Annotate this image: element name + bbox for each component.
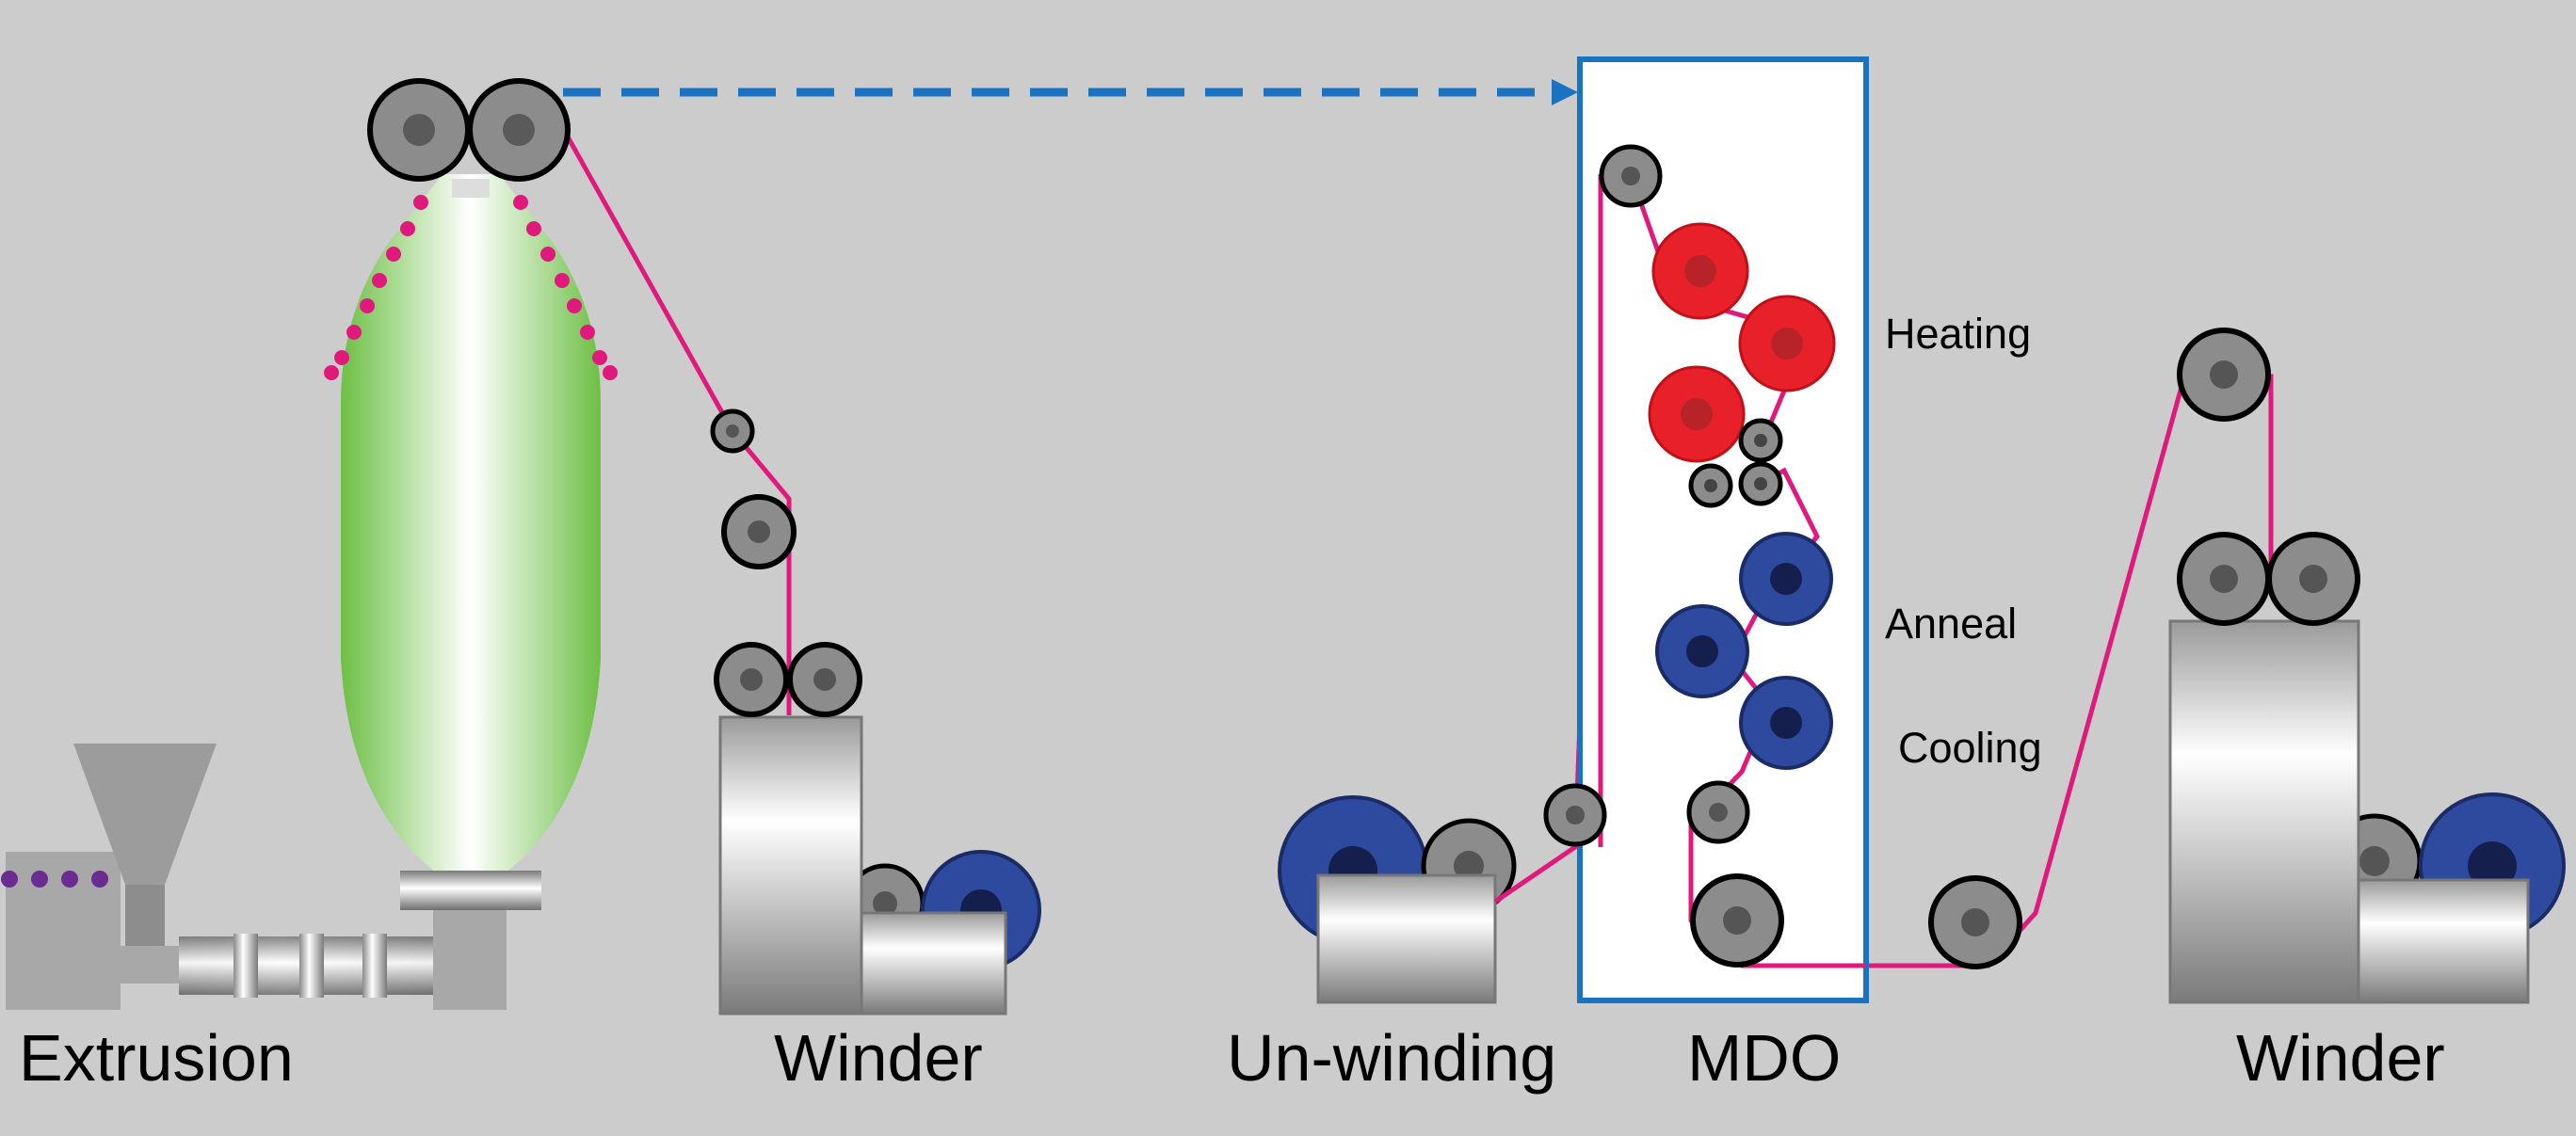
extruder-icon: [1, 744, 541, 1010]
label-winder-left: Winder: [774, 1021, 983, 1095]
label-heating: Heating: [1885, 310, 2031, 358]
anneal-roll: [1655, 604, 1749, 698]
dashed-arrow-icon: [563, 79, 1578, 105]
cooling-roll: [1739, 676, 1833, 770]
hopper-icon: [73, 744, 217, 946]
label-unwinding: Un-winding: [1227, 1021, 1556, 1095]
guide-roll: [721, 494, 797, 569]
cooling-ring-dots: [324, 195, 618, 380]
label-cooling: Cooling: [1898, 724, 2042, 772]
guide-roll: [2177, 328, 2271, 422]
winder-machine-icon: [2168, 328, 2566, 1004]
heating-roll: [1648, 365, 1746, 463]
winder-machine-icon: [714, 642, 1041, 1016]
mdo-unit-icon: [1577, 56, 1869, 1003]
guide-roll: [1543, 783, 1607, 847]
anneal-roll: [1739, 532, 1833, 626]
guide-roll: [710, 408, 755, 454]
label-mdo: MDO: [1687, 1021, 1841, 1095]
blown-film-bubble-icon: [324, 174, 618, 871]
label-extrusion: Extrusion: [19, 1021, 294, 1095]
nip-roll-icon: [367, 78, 571, 182]
label-anneal: Anneal: [1885, 600, 2017, 648]
label-winder-right: Winder: [2236, 1021, 2445, 1095]
guide-roll: [1928, 875, 2022, 969]
pellet-dots: [1, 871, 108, 888]
unwinder-machine-icon: [1278, 795, 1517, 1004]
film-web-line: [562, 130, 792, 715]
heating-roll: [1738, 295, 1836, 392]
heating-roll: [1651, 222, 1749, 320]
